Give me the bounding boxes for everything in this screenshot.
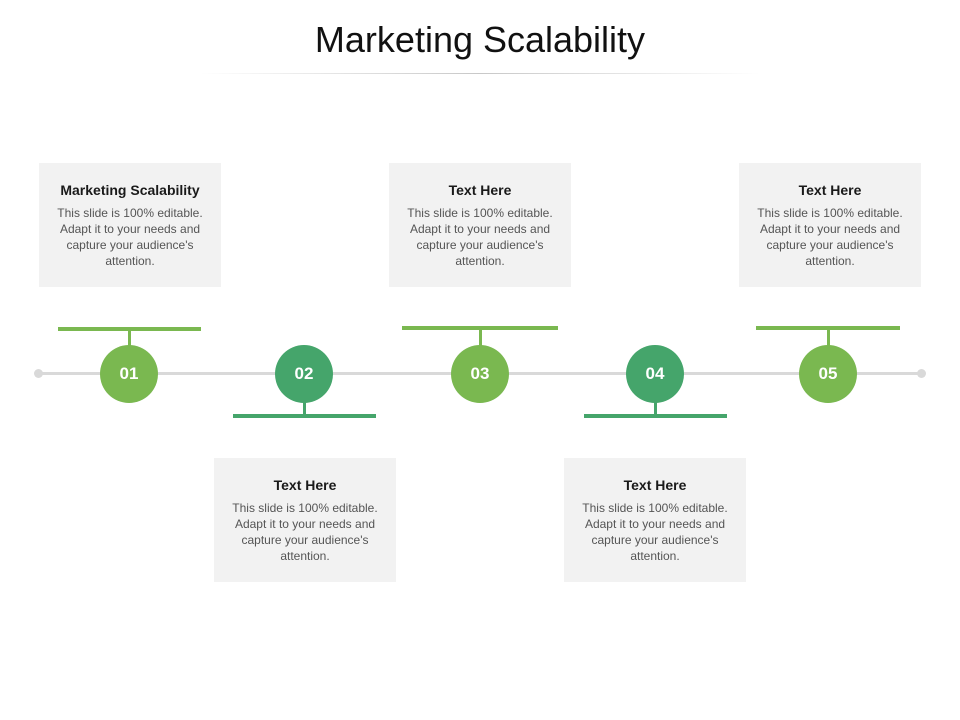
step-5-body: This slide is 100% editable. Adapt it to…	[757, 206, 903, 268]
step-2-heading: Text Here	[273, 477, 337, 493]
step-1-stem	[128, 330, 131, 346]
step-1-node: 01	[100, 345, 158, 403]
step-3-bar	[402, 326, 558, 330]
step-3-node: 03	[451, 345, 509, 403]
step-4-number: 04	[645, 364, 665, 383]
page-title: Marketing Scalability	[314, 19, 646, 60]
step-5-card: Text Here This slide is 100% editable. A…	[739, 163, 921, 287]
step-1-card: Marketing Scalability This slide is 100%…	[39, 163, 221, 287]
step-5-stem	[827, 329, 830, 346]
step-4-card: Text Here This slide is 100% editable. A…	[564, 458, 746, 582]
title-divider	[200, 73, 760, 74]
timeline-end-dot	[917, 369, 926, 378]
step-5-bar	[756, 326, 900, 330]
step-1-number: 01	[119, 364, 139, 383]
step-3-stem	[479, 329, 482, 346]
step-4-bar	[584, 414, 727, 418]
step-2-card: Text Here This slide is 100% editable. A…	[214, 458, 396, 582]
step-2-number: 02	[294, 364, 314, 383]
step-1-heading: Marketing Scalability	[60, 182, 200, 198]
step-4-heading: Text Here	[623, 477, 687, 493]
step-3-body: This slide is 100% editable. Adapt it to…	[407, 206, 553, 268]
step-4-body: This slide is 100% editable. Adapt it to…	[582, 501, 728, 563]
step-4-node: 04	[626, 345, 684, 403]
step-5-node: 05	[799, 345, 857, 403]
step-5-heading: Text Here	[798, 182, 862, 198]
step-3-number: 03	[470, 364, 490, 383]
step-4-stem	[654, 402, 657, 415]
step-2-body: This slide is 100% editable. Adapt it to…	[232, 501, 378, 563]
step-1-bar	[58, 327, 201, 331]
step-5-number: 05	[818, 364, 838, 383]
step-2-node: 02	[275, 345, 333, 403]
step-2-bar	[233, 414, 376, 418]
step-3-heading: Text Here	[448, 182, 512, 198]
step-1-body: This slide is 100% editable. Adapt it to…	[57, 206, 203, 268]
step-2-stem	[303, 402, 306, 415]
step-3-card: Text Here This slide is 100% editable. A…	[389, 163, 571, 287]
timeline-start-dot	[34, 369, 43, 378]
